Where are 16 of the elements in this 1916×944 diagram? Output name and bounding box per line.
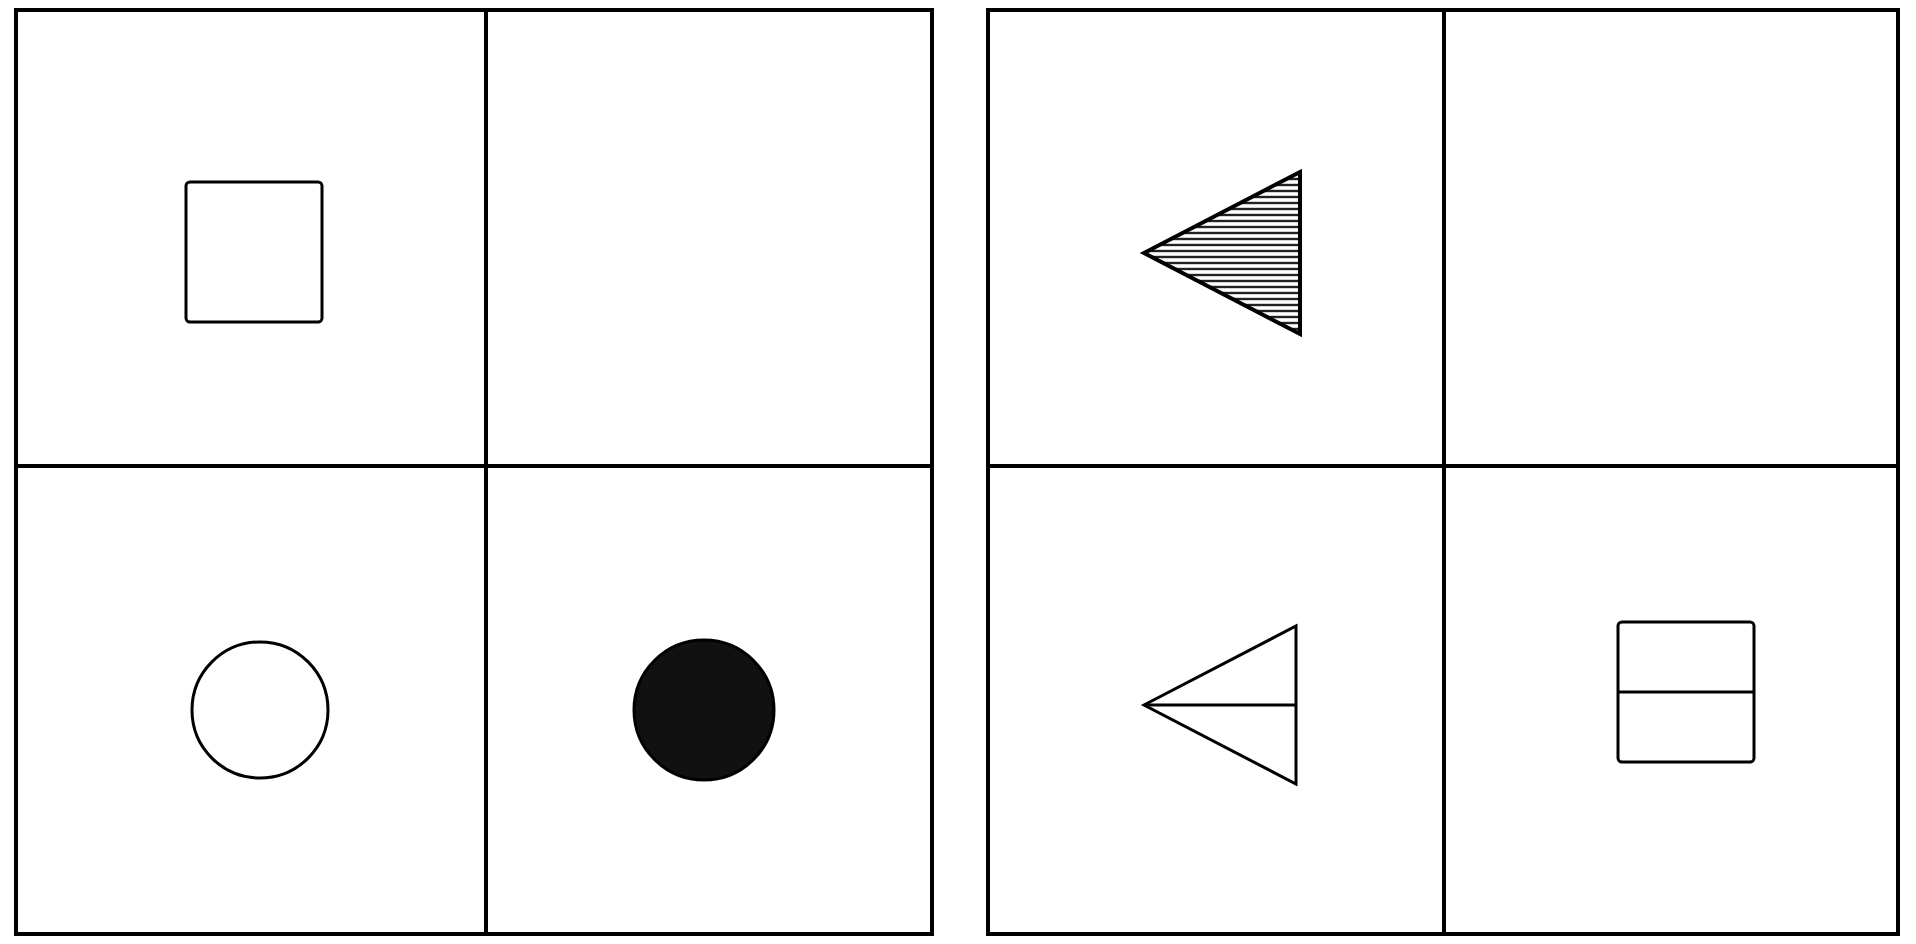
split-triangle (1142, 624, 1298, 786)
grid-panel (14, 8, 934, 936)
grid-cell (986, 466, 1444, 936)
grid-cell (14, 466, 486, 936)
grid-cell (14, 8, 486, 466)
grid-cell (986, 8, 1444, 466)
grid-cell (1444, 8, 1900, 466)
square-shape (184, 180, 324, 324)
filled-circle (632, 638, 776, 782)
grid-cell (1444, 466, 1900, 936)
circle-shape (190, 640, 330, 780)
grid-panel (986, 8, 1900, 936)
split-rectangle (1616, 620, 1756, 764)
grid-cell (486, 466, 934, 936)
hatched-triangle (1142, 170, 1302, 336)
grid-cell (486, 8, 934, 466)
